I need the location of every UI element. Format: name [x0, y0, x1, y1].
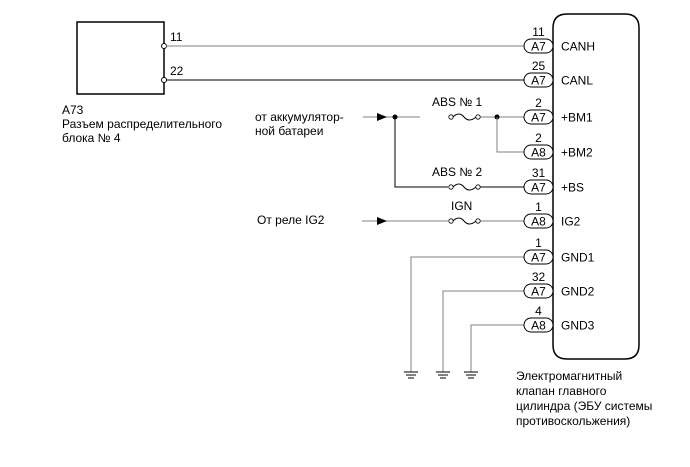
pin-number: 11 — [532, 25, 545, 39]
ecu-name-line2: клапан главного — [516, 384, 607, 398]
signal-name: IG2 — [561, 215, 581, 229]
ground-icon — [404, 371, 418, 379]
connector-code: A7 — [531, 181, 546, 195]
pin-number: 1 — [535, 200, 542, 214]
connector-pill — [523, 144, 554, 160]
fuse-label-abs1: ABS № 1 — [432, 95, 483, 109]
left-pin-11: 11 — [170, 30, 183, 44]
fuse-label-abs2: ABS № 2 — [432, 165, 483, 179]
wire-gnd1 — [410, 256, 524, 372]
terminal-circle-11 — [161, 43, 167, 49]
connector-code: A7 — [531, 74, 546, 88]
pin-number: 32 — [532, 270, 546, 284]
signal-name: GND1 — [561, 251, 595, 265]
fuse-icon — [448, 217, 481, 225]
connector-pill — [523, 38, 554, 54]
ecu-box — [552, 13, 640, 360]
signal-name: +BS — [561, 181, 584, 195]
left-component-name-line1: Разъем распределительного — [62, 117, 222, 131]
left-component-code: A73 — [62, 103, 84, 117]
connector-pill — [523, 72, 554, 88]
connector-code: A7 — [531, 111, 546, 125]
fuse-icon — [448, 183, 481, 191]
connector-pill — [523, 283, 554, 299]
connector-pill — [523, 179, 554, 195]
pin-number: 4 — [535, 304, 542, 318]
terminal-bm2: A82 +BM2 — [523, 131, 593, 160]
connector-code: A8 — [531, 215, 546, 229]
wire-gnd2 — [442, 290, 524, 372]
signal-name: GND2 — [561, 285, 595, 299]
connector-code: A7 — [531, 40, 546, 54]
connector-pill — [523, 317, 554, 333]
ecu-name-line1: Электромагнитный — [516, 369, 622, 383]
pin-number: 2 — [535, 131, 542, 145]
ecu-terminals: A711CANHA725CANLA72+BM1A82+BM2A731+BSA81… — [523, 25, 595, 333]
left-component-name-line2: блока № 4 — [62, 131, 121, 145]
terminal-circle-22 — [161, 77, 167, 83]
arrow-icon — [377, 217, 387, 225]
pin-number: 25 — [532, 59, 546, 73]
left-pin-22: 22 — [170, 64, 184, 78]
battery-source-line2: ной батареи — [255, 124, 323, 138]
connector-code: A7 — [531, 285, 546, 299]
signal-name: +BM1 — [561, 111, 593, 125]
connector-pill — [523, 109, 554, 125]
connector-code: A7 — [531, 251, 546, 265]
connector-pill — [523, 213, 554, 229]
signal-name: CANH — [561, 40, 595, 54]
connector-code: A8 — [531, 319, 546, 333]
wire-gnd3 — [470, 324, 524, 372]
terminal-bm1: A72 +BM1 — [523, 96, 593, 125]
connector-pill — [523, 249, 554, 265]
ecu-name-line3: цилиндра (ЭБУ системы — [516, 399, 652, 413]
junction-block-box — [76, 21, 165, 95]
ecu-name-line4: противоскольжения) — [516, 414, 630, 428]
wire-bs — [394, 117, 524, 188]
wire-bm2 — [496, 117, 524, 153]
arrow-icon — [377, 113, 387, 121]
pin-number: 31 — [532, 166, 546, 180]
fuse-icon — [420, 113, 481, 121]
signal-name: +BM2 — [561, 146, 593, 160]
ground-icon — [464, 371, 478, 379]
pin-number: 2 — [535, 96, 542, 110]
pin-number: 1 — [535, 236, 542, 250]
connector-code: A8 — [531, 146, 546, 160]
signal-name: CANL — [561, 74, 593, 88]
signal-name: GND3 — [561, 319, 595, 333]
fuse-label-ign: IGN — [451, 199, 472, 213]
battery-source-line1: от аккумулятор- — [255, 110, 344, 124]
ig2-relay-source: От реле IG2 — [257, 213, 325, 227]
ground-icon — [436, 371, 450, 379]
